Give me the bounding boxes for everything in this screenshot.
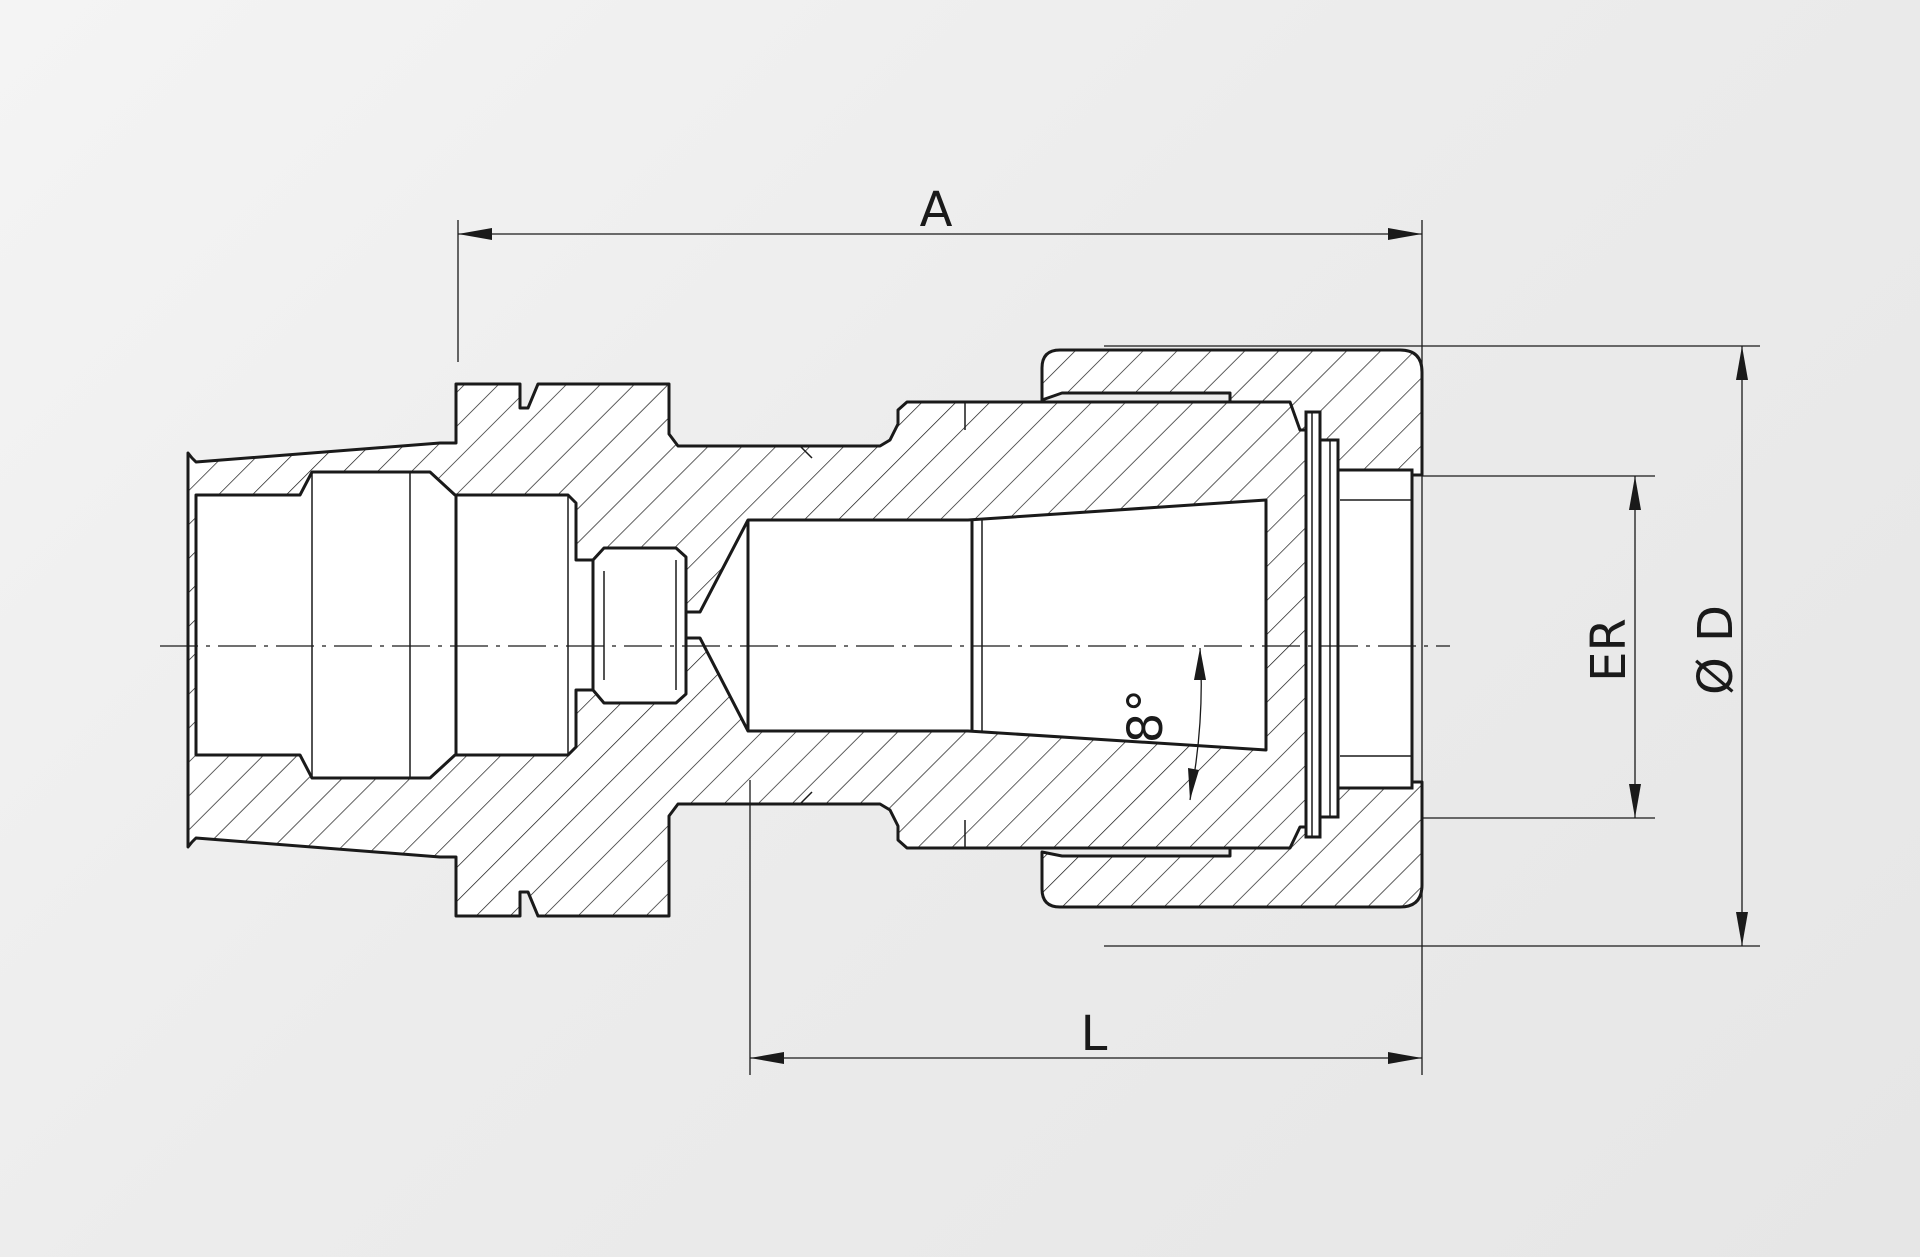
dimension-angle-label: 8°: [1118, 689, 1174, 744]
dimension-er-label: ER: [1581, 618, 1637, 682]
dimension-angle: 8°: [1118, 647, 1206, 801]
nut-inner-rings: [1304, 410, 1414, 839]
dimension-a-label: A: [920, 182, 953, 238]
holder-bore: [194, 470, 1268, 780]
dimension-l-label: L: [1081, 1006, 1108, 1062]
dimension-od: Ø D: [1104, 345, 1760, 947]
bore-detail-lines: [195, 472, 983, 778]
neck-detail-lines: [799, 402, 966, 848]
dimension-od-label: Ø D: [1688, 605, 1744, 695]
dimension-a: A: [457, 182, 1423, 1075]
dimension-l: L: [749, 780, 1422, 1075]
dimension-er: ER: [1422, 475, 1655, 819]
